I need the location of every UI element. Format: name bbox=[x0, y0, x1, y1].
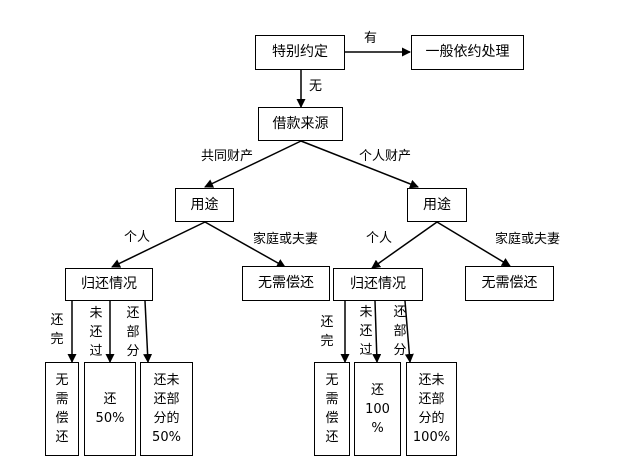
leaf-line: 100 bbox=[365, 401, 390, 417]
label-personal-right: 个人 bbox=[366, 231, 393, 246]
leaf-line: 分的 bbox=[153, 411, 180, 426]
leaf-line: 还 bbox=[325, 430, 339, 445]
edge-repayright-to-leaf2 bbox=[372, 300, 382, 363]
leaf-line: 还 bbox=[370, 382, 384, 398]
label-partial-left: 还部分 bbox=[126, 306, 140, 359]
node-loan-source: 借款来源 bbox=[258, 107, 343, 141]
node-repay-right: 归还情况 bbox=[333, 268, 423, 301]
label-yes: 有 bbox=[364, 31, 378, 46]
node-repay-left: 归还情况 bbox=[65, 268, 153, 301]
label-joint-property: 共同财产 bbox=[201, 149, 254, 164]
label-repaid-left: 还完 bbox=[50, 313, 64, 347]
edge-useleft-to-repay bbox=[111, 221, 206, 268]
edge-useright-to-norepay bbox=[436, 221, 511, 267]
leaf-line: 还未 bbox=[418, 373, 445, 388]
leaf-line: 偿 bbox=[55, 411, 69, 426]
leaf-left-repay-50: 还 50% bbox=[84, 362, 136, 456]
label-not-repaid-left: 未还过 bbox=[89, 306, 103, 359]
node-no-repay-mid: 无需偿还 bbox=[242, 266, 330, 301]
edge-source-to-use-left bbox=[204, 140, 302, 188]
edge-repayleft-to-leaf3 bbox=[143, 300, 153, 363]
leaf-line: % bbox=[371, 420, 384, 436]
leaf-line: 无 bbox=[55, 373, 69, 388]
edge-useleft-to-norepay bbox=[204, 221, 286, 268]
leaf-line: 偿 bbox=[325, 411, 339, 426]
node-general-agreement: 一般依约处理 bbox=[411, 35, 524, 70]
label-not-repaid-right: 未还过 bbox=[359, 305, 373, 358]
node-no-repay-right: 无需偿还 bbox=[465, 266, 554, 301]
label-partial-right: 还部分 bbox=[393, 305, 407, 358]
node-use-left: 用途 bbox=[175, 188, 234, 222]
leaf-right-repay-full-remaining: 还未 还部 分的 100% bbox=[406, 362, 457, 456]
leaf-line: 还未 bbox=[153, 373, 180, 388]
leaf-line: 分的 bbox=[418, 411, 445, 426]
leaf-line: 还 bbox=[103, 392, 117, 407]
leaf-line: 需 bbox=[55, 392, 69, 407]
label-personal-property: 个人财产 bbox=[359, 149, 412, 164]
leaf-line: 还部 bbox=[153, 392, 180, 407]
leaf-line: 需 bbox=[325, 392, 339, 407]
edge-useright-to-repay bbox=[371, 221, 438, 269]
node-use-right: 用途 bbox=[407, 188, 467, 222]
leaf-line: 还 bbox=[55, 430, 69, 445]
label-no: 无 bbox=[309, 79, 323, 94]
leaf-line: 还部 bbox=[418, 392, 445, 407]
node-special-agreement: 特别约定 bbox=[255, 35, 345, 70]
leaf-line: 无 bbox=[325, 373, 339, 388]
leaf-left-repay-half-remaining: 还未 还部 分的 50% bbox=[140, 362, 193, 456]
edge-repayright-to-leaf3 bbox=[404, 300, 414, 363]
leaf-line: 50% bbox=[152, 430, 181, 445]
leaf-line: 100% bbox=[412, 430, 451, 445]
label-family-left: 家庭或夫妻 bbox=[253, 232, 319, 247]
leaf-right-no-repay: 无 需 偿 还 bbox=[314, 362, 350, 456]
leaf-right-repay-100: 还 100 % bbox=[354, 362, 401, 456]
label-family-right: 家庭或夫妻 bbox=[495, 232, 561, 247]
label-personal-left: 个人 bbox=[124, 230, 151, 245]
label-repaid-right: 还完 bbox=[320, 315, 334, 349]
edge-source-to-use-right bbox=[300, 140, 419, 189]
leaf-left-no-repay: 无 需 偿 还 bbox=[45, 362, 79, 456]
leaf-line: 50% bbox=[95, 411, 125, 426]
